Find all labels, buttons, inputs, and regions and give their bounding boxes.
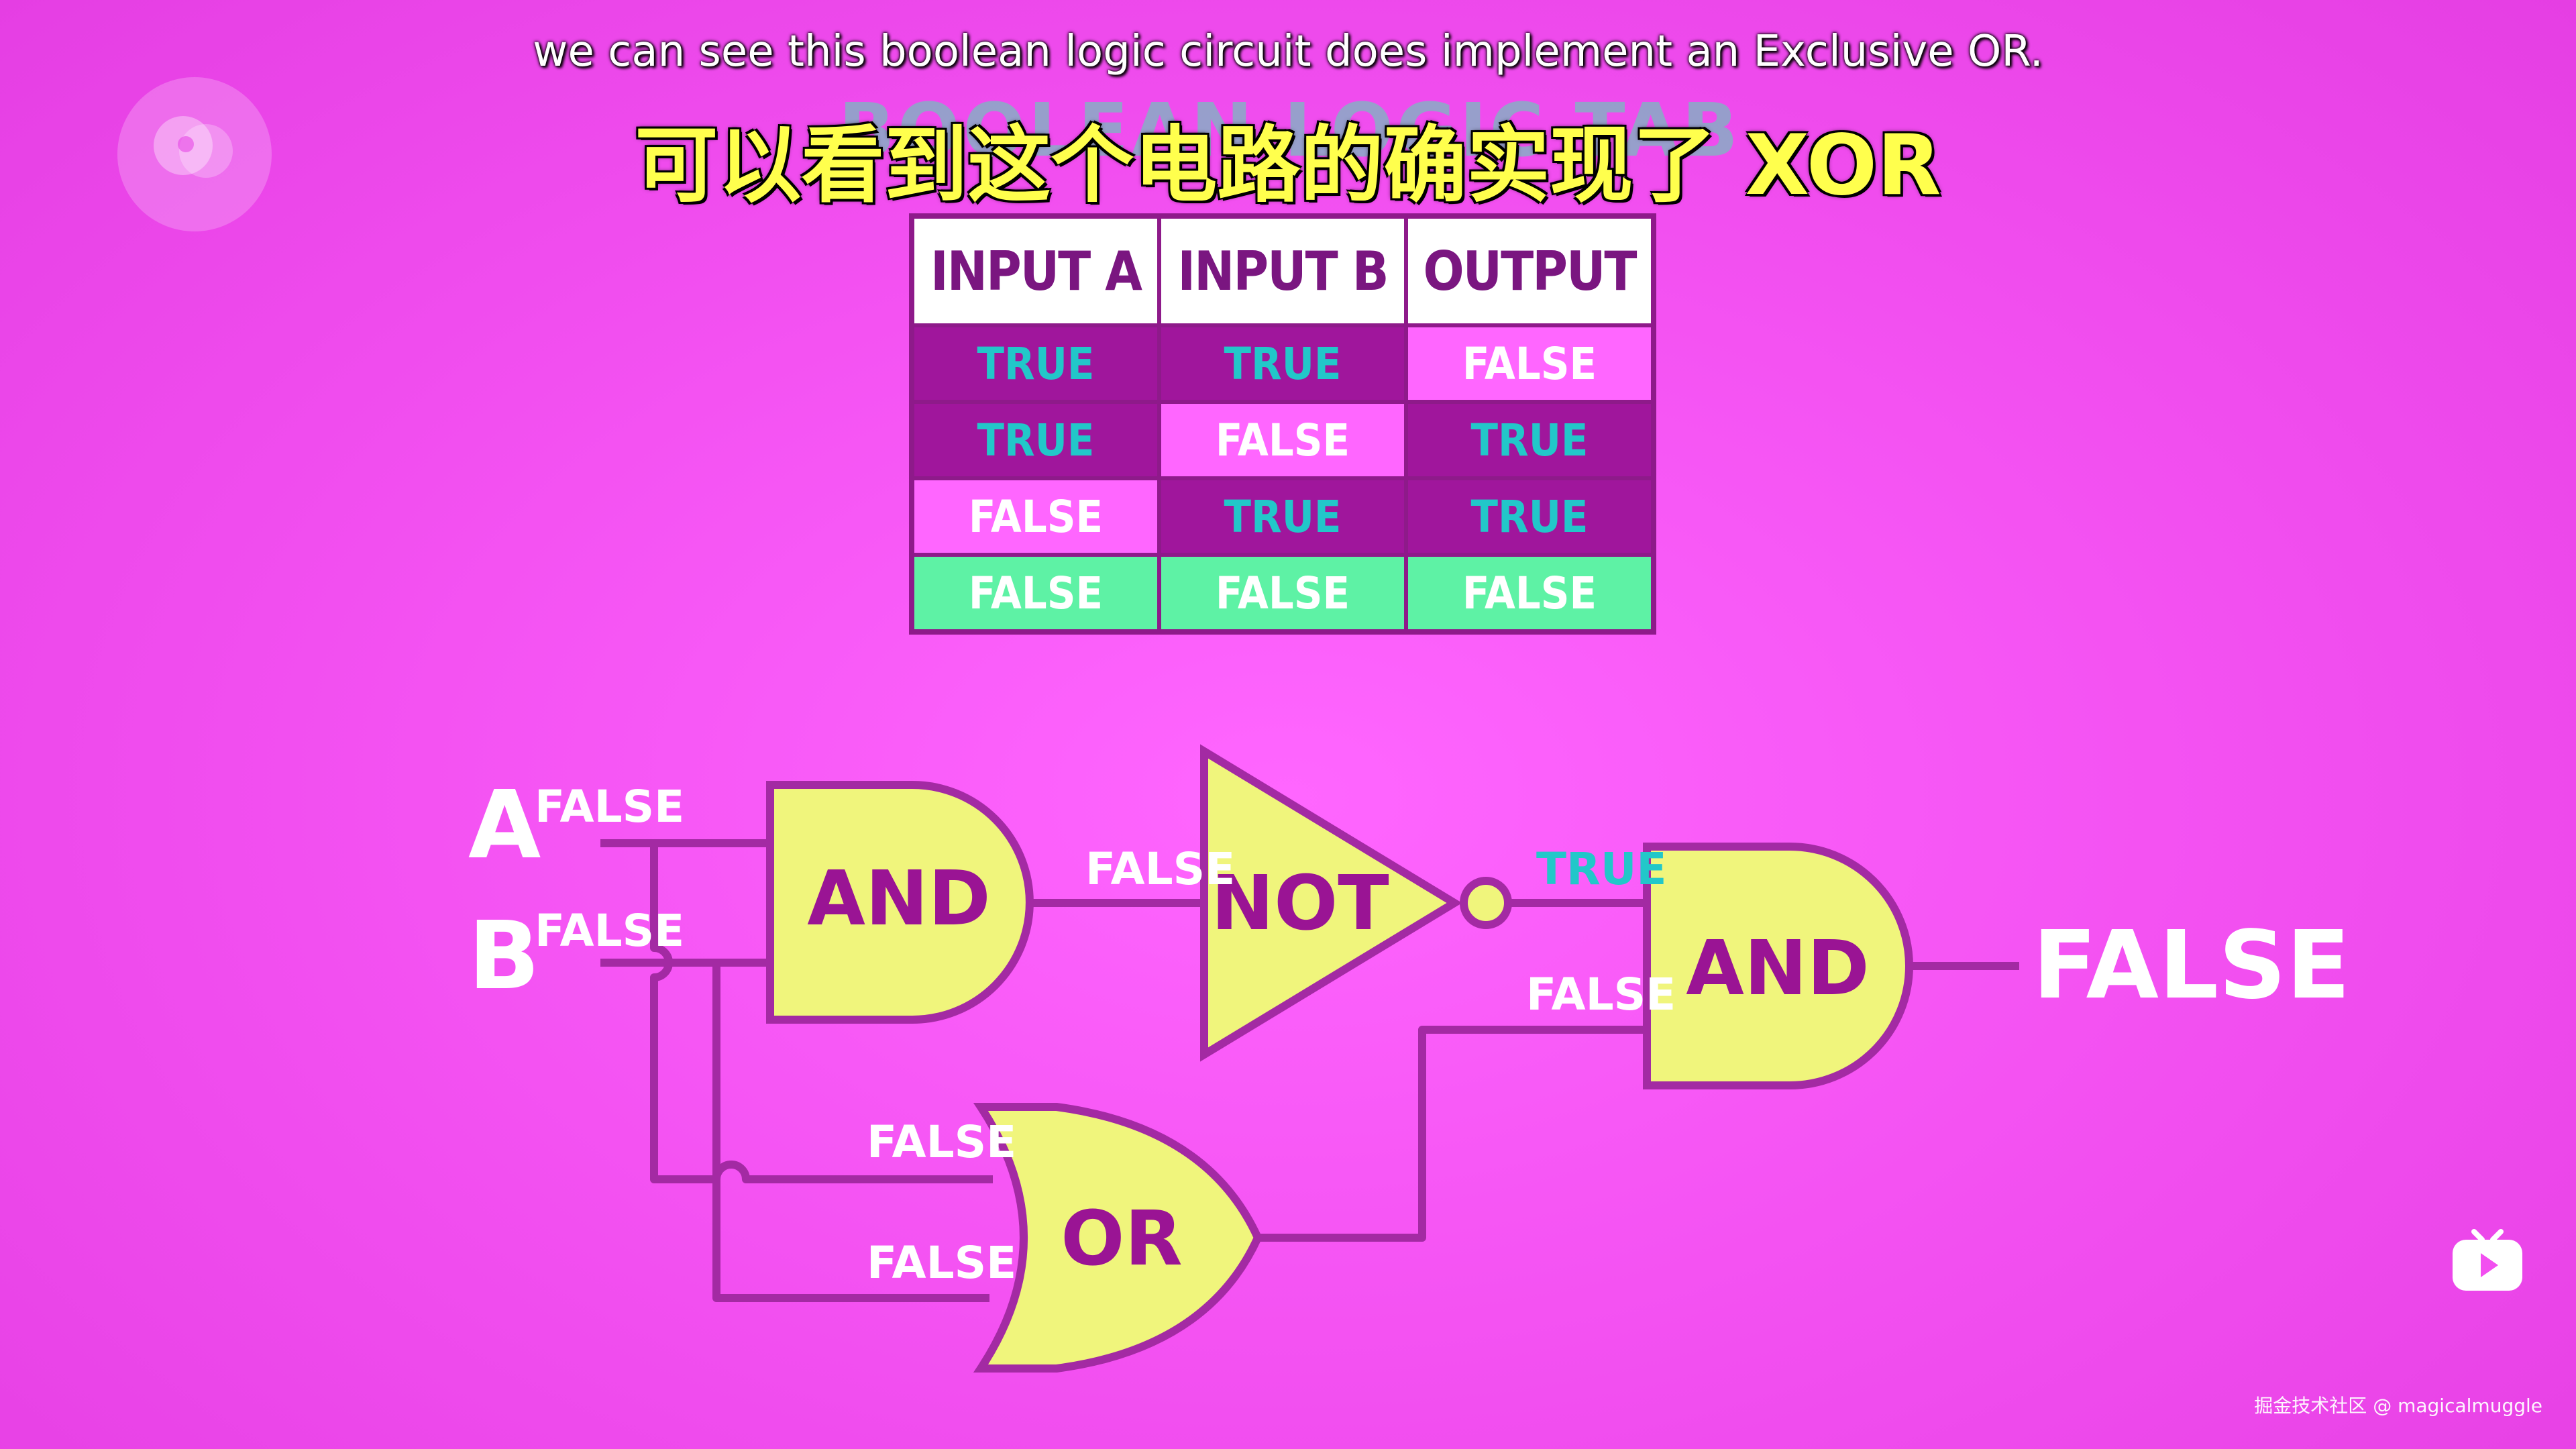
and-gate-2-label: AND xyxy=(1686,925,1869,1012)
header-input-a: INPUT A xyxy=(914,219,1157,323)
truth-table: INPUT A INPUT B OUTPUT TRUE TRUE FALSE T… xyxy=(909,213,1656,635)
input-b-value: FALSE xyxy=(535,905,684,957)
table-header-row: INPUT A INPUT B OUTPUT xyxy=(914,219,1651,323)
table-cell: TRUE xyxy=(1161,327,1404,400)
input-b-label: B xyxy=(468,902,540,1011)
and-gate-1 xyxy=(766,781,1034,1024)
not-gate-bubble xyxy=(1460,877,1512,929)
or-input-top-value: FALSE xyxy=(867,1116,1016,1168)
not-gate xyxy=(1200,744,1462,1062)
or-gate-label: OR xyxy=(1061,1195,1182,1283)
and-gate-2 xyxy=(1643,843,1913,1089)
table-cell: TRUE xyxy=(1408,480,1651,553)
wire-or-and2 xyxy=(1258,1026,1647,1242)
table-title-ghost: BOOLEAN LOGIC TABLE XOR xyxy=(839,87,1737,161)
header-input-b: INPUT B xyxy=(1161,219,1404,323)
circuit-output-value: FALSE xyxy=(2033,911,2351,1020)
wires xyxy=(600,839,2019,1302)
table-cell: TRUE xyxy=(1161,480,1404,553)
header-output: OUTPUT xyxy=(1408,219,1651,323)
table-row: TRUE TRUE FALSE xyxy=(914,327,1651,400)
table-cell: TRUE xyxy=(914,404,1157,476)
input-a-value: FALSE xyxy=(535,781,684,833)
table-cell: FALSE xyxy=(914,557,1157,629)
not-output-value: TRUE xyxy=(1536,843,1667,895)
table-cell: FALSE xyxy=(1408,557,1651,629)
table-row: TRUE FALSE TRUE xyxy=(914,404,1651,476)
table-row: FALSE TRUE TRUE xyxy=(914,480,1651,553)
or-gate xyxy=(973,1103,1263,1373)
wire-a-or xyxy=(650,843,993,1183)
and-gate-1-label: AND xyxy=(807,855,990,943)
table-cell: TRUE xyxy=(914,327,1157,400)
wire-b-or xyxy=(712,963,989,1302)
table-cell: FALSE xyxy=(914,480,1157,553)
table-row-highlighted: FALSE FALSE FALSE xyxy=(914,557,1651,629)
pbs-logo-icon xyxy=(117,77,272,231)
english-subtitle: we can see this boolean logic circuit do… xyxy=(533,27,2043,76)
input-a-label: A xyxy=(468,771,541,880)
table-cell: FALSE xyxy=(1408,327,1651,400)
table-cell: FALSE xyxy=(1161,557,1404,629)
not-gate-label: NOT xyxy=(1211,860,1389,947)
table-cell: FALSE xyxy=(1161,404,1404,476)
bilibili-tv-icon xyxy=(2450,1228,2525,1293)
or-input-bottom-value: FALSE xyxy=(867,1237,1016,1289)
or-output-value: FALSE xyxy=(1526,969,1676,1020)
watermark: 掘金技术社区 @ magicalmuggle xyxy=(2254,1395,2542,1417)
table-cell: TRUE xyxy=(1408,404,1651,476)
chinese-subtitle: 可以看到这个电路的确实现了 XOR xyxy=(635,117,1941,214)
and1-output-value: FALSE xyxy=(1085,843,1235,895)
